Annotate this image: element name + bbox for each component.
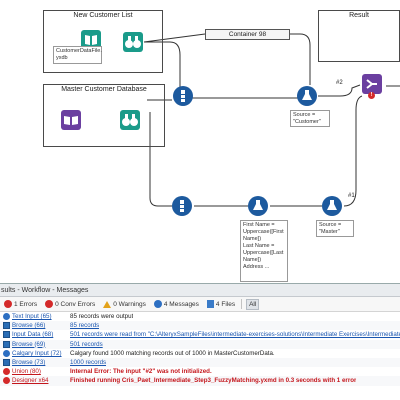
message-row[interactable]: Designer x64 Finished running Cris_Paet_I… — [0, 376, 400, 386]
filter-warnings-label: 0 Warnings — [113, 300, 146, 308]
browse-binoculars-icon[interactable] — [123, 32, 143, 52]
annotation-source-customer: Source = "Customer" — [290, 110, 330, 127]
message-source-link[interactable]: Input Data (68) — [12, 331, 54, 339]
error-icon — [2, 377, 10, 385]
file-icon — [206, 300, 214, 308]
message-row[interactable]: Calgary Input (72) Calgary found 1000 mat… — [0, 349, 400, 358]
filter-warnings-button[interactable]: 0 Warnings — [101, 299, 148, 310]
container-98[interactable]: Container 98 — [205, 29, 290, 40]
message-source-link[interactable]: Text Input (65) — [12, 313, 52, 321]
filter-messages-button[interactable]: 4 Messages — [152, 299, 201, 310]
message-text[interactable]: 501 records — [70, 340, 103, 348]
message-source-link[interactable]: Browse (69) — [12, 340, 46, 348]
row-icon-cell — [0, 376, 12, 385]
formula-flask-icon[interactable] — [322, 196, 342, 216]
message-source-link[interactable]: Designer x64 — [12, 377, 49, 385]
filter-all-label: All — [249, 300, 257, 308]
table-icon — [2, 331, 10, 339]
container-master-customer-database[interactable]: Master Customer Database — [43, 84, 165, 147]
select-tool-icon[interactable] — [172, 196, 192, 216]
info-icon — [153, 300, 162, 308]
error-icon — [2, 368, 10, 376]
browse-binoculars-icon[interactable] — [120, 110, 140, 130]
formula-flask-icon[interactable] — [248, 196, 268, 216]
message-text: Finished running Cris_Paet_Intermediate_… — [70, 377, 357, 385]
text-input-book-icon[interactable] — [81, 30, 101, 50]
row-icon-cell — [0, 321, 12, 330]
filter-conv-errors-button[interactable]: 0 Conv Errors — [43, 299, 97, 310]
conversion-error-icon — [45, 300, 54, 308]
calgary-input-book-icon[interactable] — [61, 110, 81, 130]
filter-files-button[interactable]: 4 Files — [205, 299, 237, 310]
message-source-link[interactable]: Browse (73) — [12, 359, 46, 367]
row-icon-cell — [0, 330, 12, 339]
warning-icon — [103, 300, 112, 308]
info-icon — [2, 349, 10, 357]
union-tool-icon[interactable] — [362, 74, 382, 94]
filter-conv-errors-label: 0 Conv Errors — [55, 300, 96, 308]
message-text: Internal Error: The input "#2" was not i… — [70, 368, 212, 376]
message-row[interactable]: Browse (69) 501 records — [0, 339, 400, 349]
container-new-customer-list[interactable]: New Customer List — [43, 10, 163, 73]
table-icon — [2, 322, 10, 330]
message-text: 85 records were output — [70, 313, 134, 321]
toolbar-divider — [241, 299, 243, 309]
results-toolbar: 1 Errors 0 Conv Errors 0 Warnings 4 Mess… — [0, 297, 400, 312]
row-icon-cell — [0, 340, 12, 349]
connection-wires — [143, 33, 400, 207]
message-text[interactable]: 501 records were read from "C:\AlteryxSa… — [70, 331, 400, 339]
message-row[interactable]: Browse (66) 85 records — [0, 321, 400, 331]
table-icon — [2, 340, 10, 348]
message-text[interactable]: 85 records — [70, 322, 100, 330]
filter-files-label: 4 Files — [215, 300, 236, 308]
annotation-source-master: Source = "Master" — [316, 220, 354, 237]
anchor-label-1: #1 — [348, 193, 355, 199]
error-badge-icon: ! — [368, 92, 375, 99]
message-row[interactable]: Union (80) Internal Error: The input "#2"… — [0, 367, 400, 376]
anchor-label-2: #2 — [336, 80, 343, 86]
table-icon — [2, 359, 10, 367]
row-icon-cell — [0, 312, 12, 321]
container-title: Result — [349, 12, 369, 19]
filter-errors-label: 1 Errors — [14, 300, 38, 308]
message-text[interactable]: 1000 records — [70, 359, 107, 367]
message-row[interactable]: Input Data (68) 501 records were read fro… — [0, 330, 400, 339]
error-icon — [4, 300, 12, 308]
select-tool-icon[interactable] — [173, 86, 193, 106]
annotation-formula-names: First Name = Uppercase([First Name]) Las… — [240, 220, 288, 282]
container-result[interactable]: Result — [318, 10, 400, 62]
info-icon — [2, 313, 10, 321]
results-panel: sults - Workflow - Messages 1 Errors 0 C… — [0, 283, 400, 400]
row-icon-cell — [0, 358, 12, 367]
filter-messages-label: 4 Messages — [163, 300, 199, 308]
message-source-link[interactable]: Browse (66) — [12, 322, 46, 330]
message-row[interactable]: Text Input (65) 85 records were output — [0, 312, 400, 321]
message-row[interactable]: Browse (73) 1000 records — [0, 357, 400, 368]
filter-errors-button[interactable]: 1 Errors — [2, 299, 39, 310]
message-source-link[interactable]: Calgary Input (72) — [12, 349, 62, 357]
message-text: Calgary found 1000 matching records out … — [70, 349, 275, 357]
filter-all-button[interactable]: All — [246, 298, 260, 310]
workflow-canvas[interactable]: New Customer List Master Customer Databa… — [0, 0, 400, 283]
row-icon-cell — [0, 367, 12, 376]
message-source-link[interactable]: Union (80) — [12, 368, 41, 376]
container-title: New Customer List — [73, 12, 133, 19]
container-title: Master Customer Database — [61, 86, 147, 93]
row-icon-cell — [0, 349, 12, 358]
results-header: sults - Workflow - Messages — [0, 284, 400, 297]
formula-flask-icon[interactable] — [297, 86, 317, 106]
annotation-customer-file: CustomerDataFile. yxdb — [53, 46, 102, 64]
